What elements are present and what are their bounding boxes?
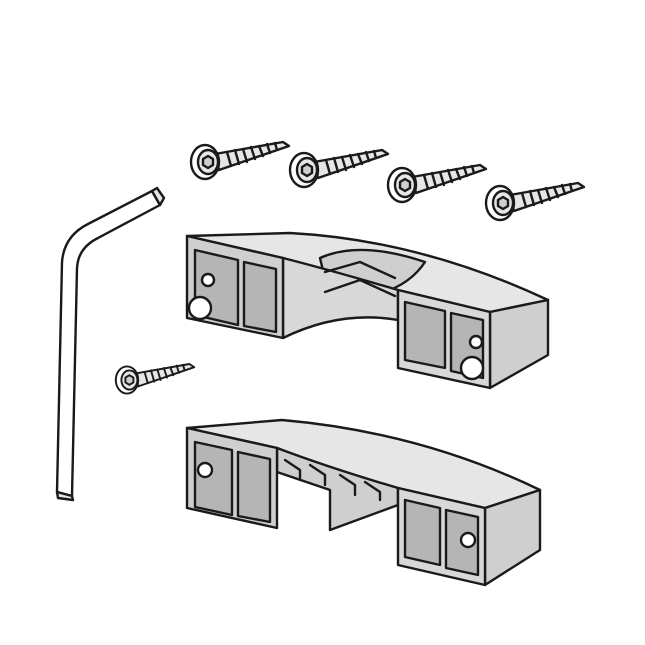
screw-icon — [114, 363, 196, 395]
hex-key-icon — [55, 186, 166, 502]
bracket-lower-icon — [185, 418, 542, 587]
screw-icon — [386, 163, 488, 204]
screw-icon — [189, 140, 291, 181]
bracket-upper-icon — [185, 231, 550, 390]
screw-icon — [288, 148, 390, 189]
screw-icon — [484, 181, 586, 222]
